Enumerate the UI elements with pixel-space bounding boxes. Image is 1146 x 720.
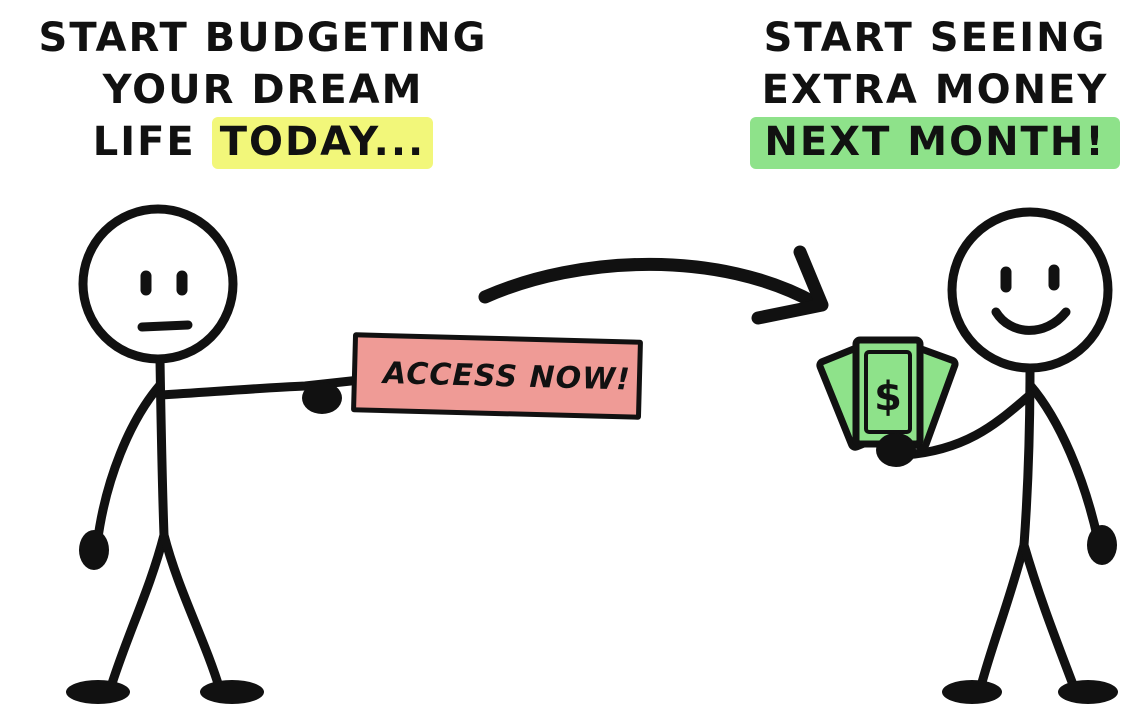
right-headline: START SEEING EXTRA MONEY NEXT MONTH! (730, 12, 1140, 169)
right-figure-leg-right (1019, 540, 1080, 695)
left-figure-foot-right (200, 680, 264, 704)
next-month-highlight: NEXT MONTH! (750, 117, 1120, 169)
left-headline-line-3-plain: LIFE (92, 119, 212, 165)
right-headline-line-2: EXTRA MONEY (761, 67, 1109, 113)
left-figure-arm-left (92, 380, 165, 550)
left-headline-line-1: START BUDGETING (38, 15, 488, 61)
left-headline-line-3: LIFE TODAY... (8, 116, 518, 169)
neutral-stick-figure-icon (78, 204, 365, 695)
arrow-shaft (478, 257, 822, 310)
right-headline-line-1: START SEEING (763, 15, 1107, 61)
left-headline-line-2: YOUR DREAM (102, 67, 424, 113)
left-figure-leg-right (159, 530, 225, 695)
access-now-button[interactable]: ACCESS NOW! (351, 332, 643, 420)
smiling-stick-figure-icon (900, 207, 1113, 695)
right-figure-head (947, 207, 1113, 373)
right-headline-line-3: NEXT MONTH! (730, 116, 1140, 169)
arrow-head (751, 245, 829, 325)
right-figure-arm-right (1025, 380, 1103, 545)
right-figure-extremities (876, 433, 1118, 704)
cash-bill-front-border (864, 350, 912, 434)
left-figure-head (78, 204, 238, 364)
dollar-sign-icon: $ (874, 374, 902, 420)
left-figure-foot-left (66, 680, 130, 704)
right-figure-leg-left (975, 540, 1029, 695)
right-figure-smile (991, 307, 1071, 335)
left-figure-hand-left (79, 530, 109, 570)
left-figure-mouth (137, 320, 193, 332)
left-headline: START BUDGETING YOUR DREAM LIFE TODAY... (8, 12, 518, 169)
right-figure-foot-right (1058, 680, 1118, 704)
right-figure-arm-holding (900, 390, 1035, 460)
right-figure-hand-right (1087, 525, 1117, 565)
today-highlight: TODAY... (211, 117, 434, 169)
curved-arrow-icon (478, 245, 829, 325)
left-figure-arm-pointing (155, 375, 365, 400)
left-figure-leg-left (105, 530, 169, 695)
left-figure-hand-pointing (302, 382, 342, 414)
left-figure-extremities (66, 382, 342, 704)
right-figure-hand-holding (876, 433, 916, 467)
cash-stack-icon (816, 336, 959, 451)
right-figure-foot-left (942, 680, 1002, 704)
